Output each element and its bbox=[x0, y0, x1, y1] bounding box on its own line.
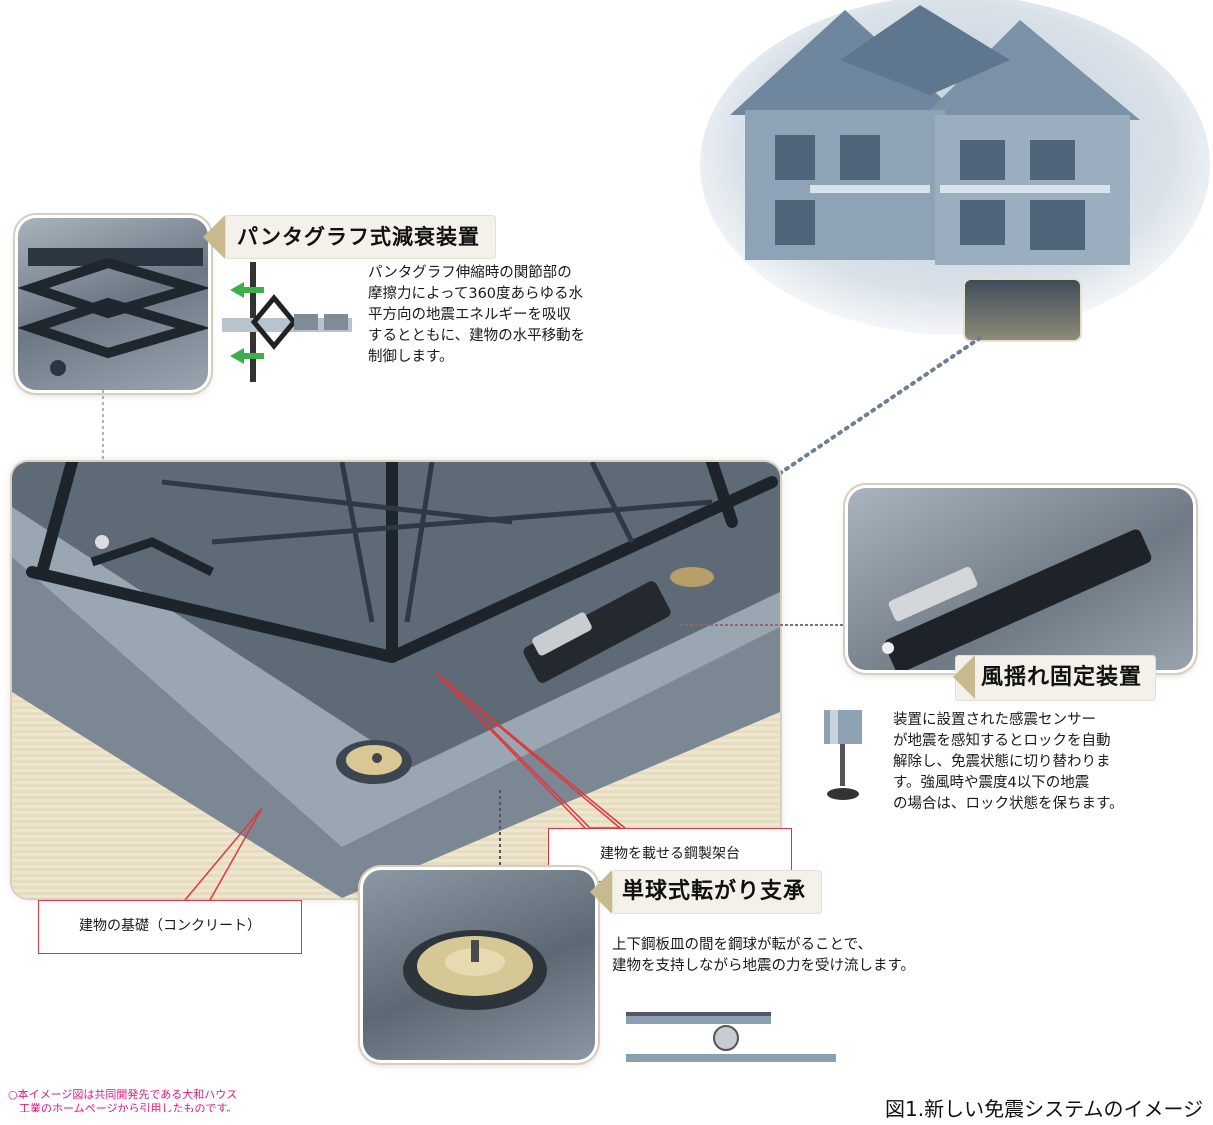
pantograph-title: パンタグラフ式減衰装置 bbox=[237, 225, 481, 249]
pantograph-title-tab: パンタグラフ式減衰装置 bbox=[203, 215, 497, 259]
house-device-inset bbox=[965, 280, 1080, 340]
text-line: パンタグラフ伸縮時の関節部の bbox=[368, 265, 572, 281]
text-line: 摩擦力によって360度あらゆる水 bbox=[368, 286, 584, 302]
text-line: 建物を支持しながら地震の力を受け流します。 bbox=[612, 958, 916, 974]
ball-bearing-title-tab: 単球式転がり支承 bbox=[590, 870, 823, 914]
pantograph-diagram-icon bbox=[222, 262, 352, 382]
text-line: 制御します。 bbox=[368, 349, 454, 365]
figure-caption: 図1.新しい免震システムのイメージ bbox=[885, 1097, 1204, 1121]
foundation-callout: 建物の基礎（コンクリート） bbox=[38, 900, 302, 954]
house-illustration bbox=[700, 0, 1210, 335]
text-line: 平方向の地震エネルギーを吸収 bbox=[368, 307, 571, 323]
text-line: す。強風時や震度4以下の地震 bbox=[893, 775, 1090, 791]
ball-bearing-description: 上下鋼板皿の間を鋼球が転がることで、 建物を支持しながら地震の力を受け流します。 bbox=[612, 935, 972, 977]
ball-bearing-diagram-icon bbox=[626, 1012, 836, 1062]
note-line: 工業のホームページから引用したものです。 bbox=[8, 1102, 238, 1112]
source-note: ○本イメージ図は共同開発先である大和ハウス 工業のホームページから引用したもので… bbox=[8, 1088, 338, 1112]
sensor-icon bbox=[824, 710, 862, 800]
title-tab-notch bbox=[203, 215, 225, 259]
wind-lock-description: 装置に設置された感震センサー が地震を感知するとロックを自動 解除し、免震状態に… bbox=[893, 710, 1158, 815]
pantograph-description: パンタグラフ伸縮時の関節部の 摩擦力によって360度あらゆる水 平方向の地震エネ… bbox=[368, 263, 618, 368]
note-line: ○本イメージ図は共同開発先である大和ハウス bbox=[8, 1088, 238, 1101]
text-line: 装置に設置された感震センサー bbox=[893, 712, 1096, 728]
text-line: 解除し、免震状態に切り替わりま bbox=[893, 754, 1111, 770]
title-tab-notch bbox=[953, 655, 975, 699]
connector-dots-house bbox=[768, 336, 982, 482]
ball-bearing-photo bbox=[363, 870, 595, 1060]
wind-lock-photo bbox=[848, 488, 1193, 670]
text-line: 上下鋼板皿の間を鋼球が転がることで、 bbox=[612, 937, 872, 953]
connector-dots-windlock bbox=[680, 624, 845, 626]
pantograph-photo bbox=[18, 218, 208, 390]
text-line: するとともに、建物の水平移動を bbox=[368, 328, 586, 344]
ball-bearing-title: 単球式転がり支承 bbox=[622, 879, 807, 904]
text-line: が地震を感知するとロックを自動 bbox=[893, 733, 1111, 749]
wind-lock-title: 風揺れ固定装置 bbox=[981, 665, 1143, 690]
main-cutaway-panel bbox=[12, 462, 780, 898]
title-tab-notch bbox=[590, 870, 612, 914]
text-line: の場合は、ロック状態を保ちます。 bbox=[893, 796, 1124, 812]
wind-lock-title-tab: 風揺れ固定装置 bbox=[953, 655, 1157, 701]
